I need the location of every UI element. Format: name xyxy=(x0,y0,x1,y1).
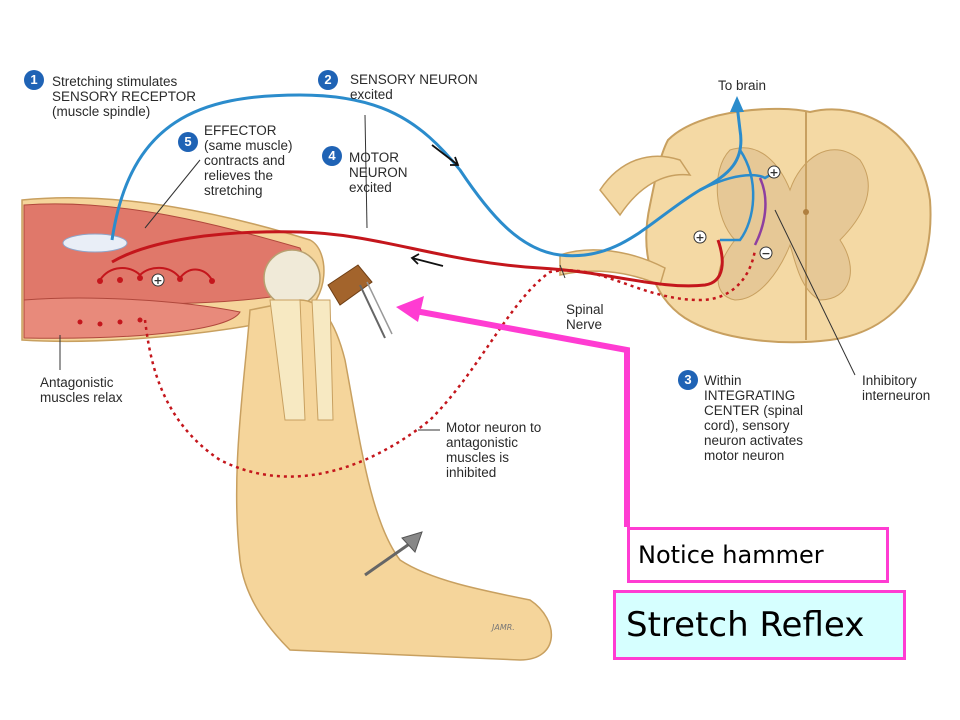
to-brain-arrowhead xyxy=(730,96,744,112)
label-step5: EFFECTOR (same muscle) contracts and rel… xyxy=(204,123,293,198)
sensory-branch xyxy=(699,173,771,192)
motor-terminals xyxy=(99,266,213,281)
label-inhibitory-interneuron: Inhibitory interneuron xyxy=(862,373,931,403)
svg-text:−: − xyxy=(761,247,770,260)
leader-lines xyxy=(59,114,856,431)
antagonist-endings xyxy=(77,317,143,327)
sensory-to-motor xyxy=(720,149,755,242)
synapse-symbols: + + + − xyxy=(151,165,781,287)
svg-text:+: + xyxy=(153,274,162,287)
spinal-cord-section xyxy=(559,107,932,344)
sensory-neuron-path xyxy=(110,93,743,258)
label-step3: Within INTEGRATING CENTER (spinal cord),… xyxy=(704,373,804,463)
label-antagonistic: Antagonistic muscles relax xyxy=(40,375,123,405)
step-4-badge: 4 xyxy=(322,146,342,166)
direction-arrows xyxy=(410,144,460,267)
label-to-brain: To brain xyxy=(718,78,767,93)
label-motor-inhibited: Motor neuron to antagonistic muscles is … xyxy=(446,420,542,480)
hammer-pointer-arrow xyxy=(396,296,630,527)
step-1-badge: 1 xyxy=(24,70,44,90)
artist-signature: JAMR. xyxy=(490,623,515,632)
leg xyxy=(235,249,553,661)
step-2-badge: 2 xyxy=(318,70,338,90)
motor-neuron-path xyxy=(111,230,724,288)
inhibitory-interneuron-path xyxy=(753,177,767,246)
notice-hammer-callout: Notice hammer xyxy=(627,527,889,583)
label-step1: Stretching stimulates SENSORY RECEPTOR (… xyxy=(52,74,197,119)
svg-text:+: + xyxy=(769,166,778,179)
kick-arrow xyxy=(364,531,423,577)
slide-title: Stretch Reflex xyxy=(613,590,906,660)
reflex-hammer xyxy=(327,264,393,339)
inhibited-motor-path xyxy=(143,249,757,478)
label-step2: SENSORY NEURON excited xyxy=(350,72,478,102)
label-step4: MOTOR NEURON excited xyxy=(349,150,408,195)
step-3-badge: 3 xyxy=(678,370,698,390)
svg-text:+: + xyxy=(695,231,704,244)
label-spinal-nerve: Spinal Nerve xyxy=(566,302,604,332)
step-5-badge: 5 xyxy=(178,132,198,152)
